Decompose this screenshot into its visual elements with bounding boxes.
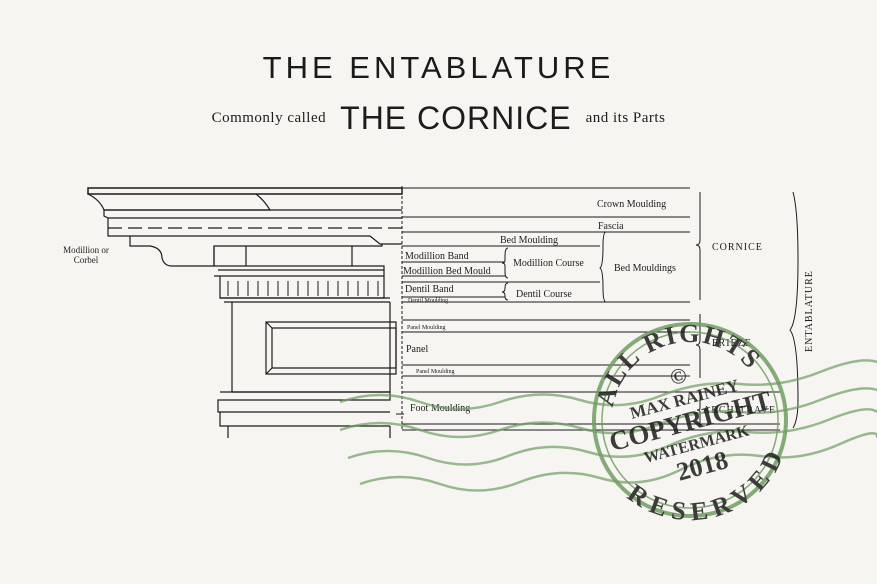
page-subtitle: Commonly called THE CORNICE and its Part…	[0, 100, 877, 137]
label-panel-moulding-top: Panel Moulding	[407, 325, 446, 331]
label-modillion-course: Modillion Course	[513, 258, 584, 269]
page-title: THE ENTABLATURE	[262, 50, 615, 85]
watermark-stamp: ALL RIGHTS RESERVED © MAX RAINEY COPYRIG…	[575, 298, 801, 545]
label-frieze: FRIEZE	[712, 338, 752, 349]
label-panel-moulding-bottom: Panel Moulding	[416, 369, 455, 375]
cornice-profile	[87, 187, 403, 438]
subtitle-main: THE CORNICE	[340, 100, 572, 136]
label-bed-mouldings: Bed Mouldings	[614, 263, 676, 274]
label-bed-moulding: Bed Moulding	[500, 235, 558, 246]
subtitle-prefix: Commonly called	[211, 110, 327, 126]
label-modillion-band: Modillion Band	[405, 251, 469, 262]
label-entablature: ENTABLATURE	[804, 270, 815, 352]
dentils	[227, 281, 379, 296]
label-crown-moulding: Crown Moulding	[597, 199, 666, 210]
label-architrave: ARCHITRAVE	[703, 405, 776, 416]
watermark-waves	[339, 359, 877, 492]
label-dentil-moulding: Dentil Moulding	[408, 298, 448, 304]
label-panel: Panel	[406, 344, 428, 355]
label-modillion-bed-mould: Modillion Bed Mould	[403, 266, 491, 277]
label-dentil-band: Dentil Band	[405, 284, 454, 295]
label-dentil-course: Dentil Course	[516, 289, 572, 300]
watermark-copyright-symbol: ©	[667, 362, 689, 390]
label-modillion-or: Modillion or	[63, 245, 109, 255]
leader-lines	[396, 186, 780, 431]
label-cornice: CORNICE	[712, 242, 763, 253]
subtitle-suffix: and its Parts	[585, 110, 666, 126]
label-fascia: Fascia	[598, 221, 624, 232]
label-corbel: Corbel	[74, 255, 99, 265]
